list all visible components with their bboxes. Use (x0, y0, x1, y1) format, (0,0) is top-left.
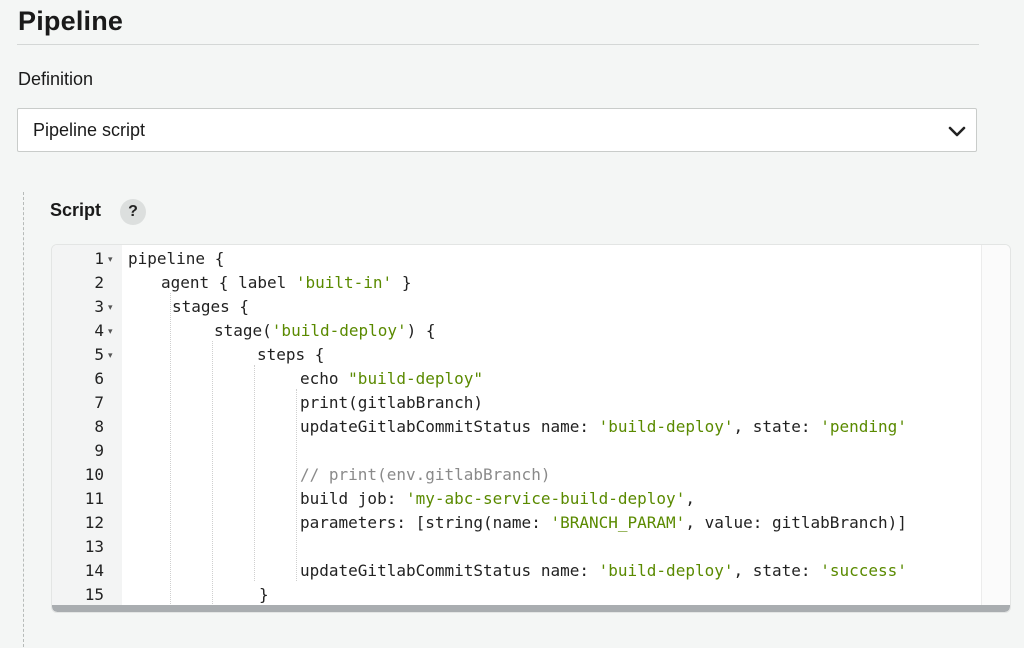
indent-guide (254, 365, 255, 581)
definition-selected-value: Pipeline script (33, 119, 146, 140)
code-line-3: stages { (172, 297, 250, 316)
nested-section-rail (23, 192, 24, 648)
line-number: 9 (94, 441, 104, 460)
help-icon[interactable]: ? (120, 199, 146, 225)
line-number: 6 (94, 369, 104, 388)
code-line-8: updateGitlabCommitStatus name: 'build-de… (300, 417, 907, 436)
line-number-gutter: 1 ▾ 2 3 ▾ 4 ▾ 5 ▾ 6 7 8 9 10 11 12 13 14 15 (52, 245, 122, 612)
line-number: 2 (94, 273, 104, 292)
code-line-10: // print(env.gitlabBranch) (300, 465, 551, 484)
indent-guide (170, 293, 171, 612)
fold-arrow-icon[interactable]: ▾ (108, 326, 113, 336)
code-line-7: print(gitlabBranch) (300, 393, 484, 412)
code-line-15: } (259, 585, 269, 604)
section-divider (17, 44, 979, 45)
code-line-5: steps { (257, 345, 325, 364)
line-number: 1 (94, 249, 104, 268)
section-title: Pipeline (18, 6, 124, 36)
line-number: 5 (94, 345, 104, 364)
code-area[interactable]: pipeline { agent { label 'built-in' } st… (128, 245, 982, 612)
line-number: 14 (84, 561, 104, 580)
line-number: 7 (94, 393, 104, 412)
line-number: 15 (84, 585, 104, 604)
code-line-11: build job: 'my-abc-service-build-deploy'… (300, 489, 695, 508)
script-editor[interactable]: 1 ▾ 2 3 ▾ 4 ▾ 5 ▾ 6 7 8 9 10 11 12 13 14 15 pipeline { age… (51, 244, 1011, 613)
vertical-scrollbar[interactable] (981, 245, 1010, 612)
code-line-14: updateGitlabCommitStatus name: 'build-de… (300, 561, 907, 580)
definition-select[interactable]: Pipeline script (17, 108, 977, 152)
indent-guide (212, 341, 213, 612)
line-number: 12 (84, 513, 104, 532)
line-number: 4 (94, 321, 104, 340)
horizontal-scrollbar[interactable] (52, 605, 1010, 612)
code-line-2: agent { label 'built-in' } (161, 273, 412, 292)
line-number: 8 (94, 417, 104, 436)
code-line-4: stage('build-deploy') { (214, 321, 436, 340)
line-number: 10 (84, 465, 104, 484)
chevron-down-icon (948, 126, 966, 137)
fold-arrow-icon[interactable]: ▾ (108, 302, 113, 312)
code-line-1: pipeline { (128, 249, 225, 268)
line-number: 3 (94, 297, 104, 316)
indent-guide (296, 389, 297, 581)
script-label: Script (50, 200, 102, 220)
fold-arrow-icon[interactable]: ▾ (108, 350, 113, 360)
code-line-6: echo "build-deploy" (300, 369, 484, 388)
code-line-12: parameters: [string(name: 'BRANCH_PARAM'… (300, 513, 907, 532)
line-number: 13 (84, 537, 104, 556)
line-number: 11 (84, 489, 104, 508)
definition-label: Definition (18, 69, 94, 89)
fold-arrow-icon[interactable]: ▾ (108, 254, 113, 264)
